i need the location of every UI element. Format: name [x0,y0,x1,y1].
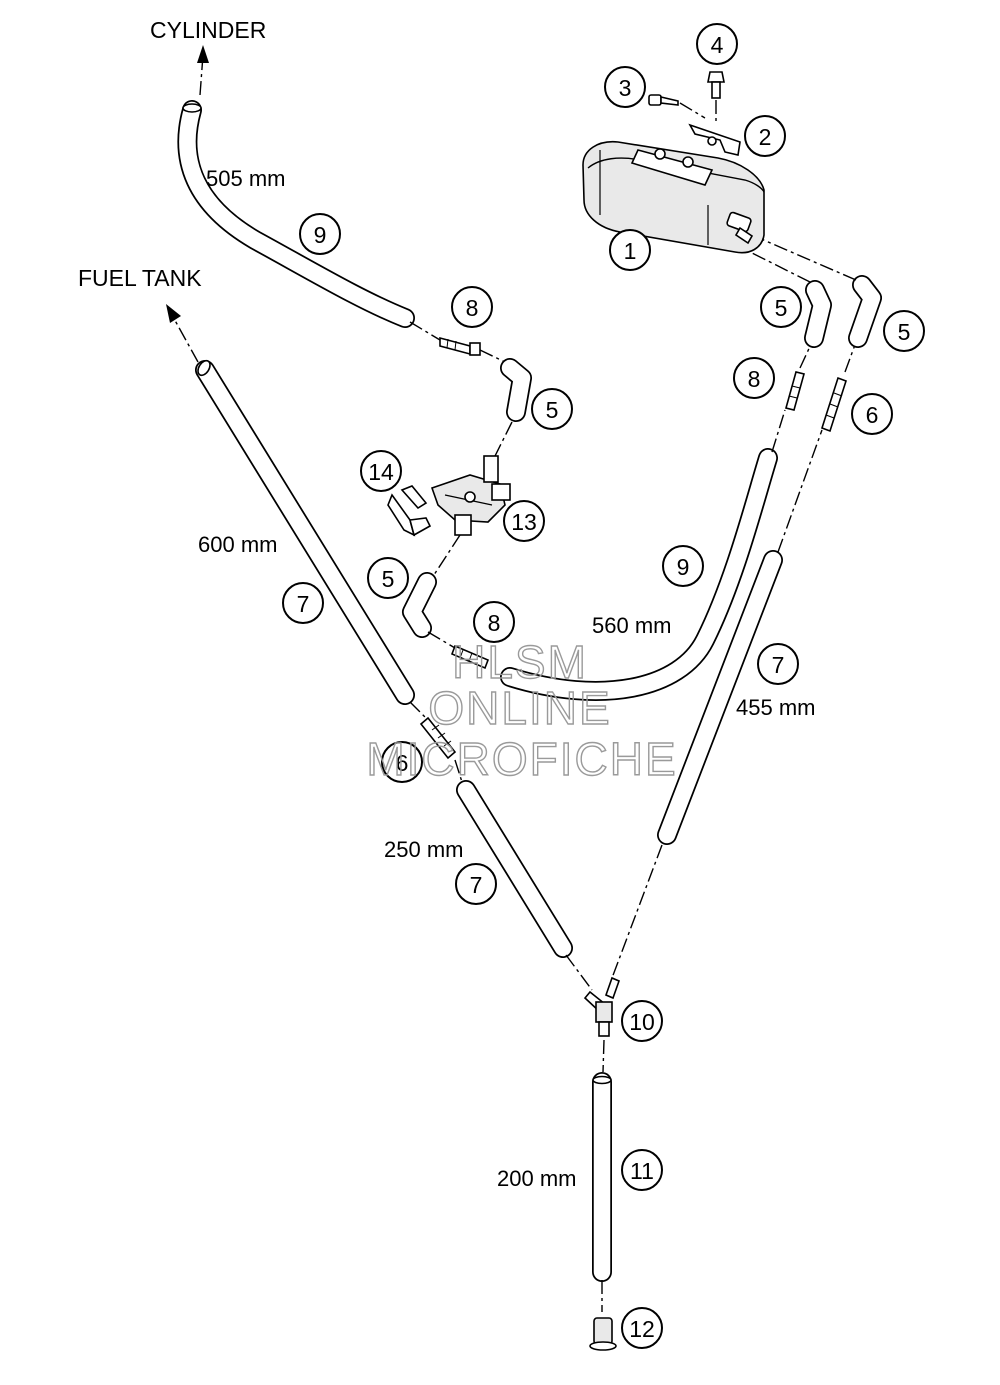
elbow-5-upper [500,358,532,422]
svg-text:2: 2 [759,124,772,150]
connector-6-right [821,376,847,433]
hose-7-right [657,550,783,845]
length-label-200: 200 mm [497,1166,576,1191]
svg-text:12: 12 [629,1316,655,1342]
callout-5-upper: 5 [531,388,573,430]
callout-7-right: 7 [757,643,799,685]
svg-text:3: 3 [619,75,632,101]
svg-text:8: 8 [748,366,761,392]
hose-11 [592,1072,612,1282]
cylinder-direction: CYLINDER [150,17,266,96]
svg-text:11: 11 [630,1158,654,1184]
callout-3: 3 [604,66,646,108]
callout-7-left: 7 [282,582,324,624]
callout-5-right-a: 5 [760,286,802,328]
callout-9-lower: 9 [662,545,704,587]
connector-6-left [419,716,457,760]
length-label-600: 600 mm [198,532,277,557]
svg-text:6: 6 [866,402,879,428]
svg-text:6: 6 [396,750,409,776]
callout-10: 10 [621,1000,663,1042]
svg-text:MICROFICHE: MICROFICHE [366,733,677,785]
canister-1 [582,140,765,254]
purge-valve-13 [430,455,511,536]
svg-text:9: 9 [677,554,690,580]
callout-13: 13 [503,500,545,542]
connector-8-upper [439,336,481,356]
hose-9-lower [500,448,778,701]
svg-text:5: 5 [775,295,788,321]
elbow-5-lower [402,572,437,638]
callout-5-right-b: 5 [883,310,925,352]
svg-text:10: 10 [629,1009,655,1035]
hose-9-upper [177,100,415,328]
callout-14: 14 [360,450,402,492]
callout-1: 1 [609,229,651,271]
callout-8-lower: 8 [473,601,515,643]
bolt-4 [707,71,725,99]
clip-14 [387,485,432,537]
svg-text:ONLINE: ONLINE [428,682,611,734]
hose-7-middle [456,780,573,958]
svg-text:14: 14 [368,459,394,485]
svg-text:7: 7 [772,652,785,678]
callout-11: 11 [621,1149,663,1191]
callout-4: 4 [696,23,738,65]
bracket-2 [630,123,741,186]
callout-6-right: 6 [851,393,893,435]
callout-9-upper: 9 [299,213,341,255]
svg-text:7: 7 [470,872,483,898]
hose-7-left [195,359,415,705]
watermark: HLSM ONLINE MICROFICHE [366,635,677,785]
fuel-tank-direction: FUEL TANK [78,265,202,363]
callout-6-left: 6 [381,741,423,783]
callout-7-middle: 7 [455,863,497,905]
length-label-560: 560 mm [592,613,671,638]
callout-12: 12 [621,1307,663,1349]
svg-text:9: 9 [314,222,327,248]
length-label-455: 455 mm [736,695,815,720]
t-fitting-10 [583,976,621,1037]
svg-text:5: 5 [546,397,559,423]
length-label-505: 505 mm [206,166,285,191]
connector-8-lower [450,644,490,670]
callout-5-lower: 5 [367,557,409,599]
svg-text:4: 4 [711,32,724,58]
svg-text:8: 8 [466,295,479,321]
callout-8-upper: 8 [451,286,493,328]
callout-8-right: 8 [733,357,775,399]
length-label-250: 250 mm [384,837,463,862]
connector-8-right [785,371,805,411]
fuel-tank-label: FUEL TANK [78,265,202,291]
svg-text:5: 5 [382,566,395,592]
svg-text:HLSM: HLSM [452,636,588,688]
svg-text:5: 5 [898,319,911,345]
bolt-3 [648,94,679,106]
cap-12 [589,1317,617,1351]
cylinder-label: CYLINDER [150,17,266,43]
svg-text:1: 1 [624,238,637,264]
svg-text:13: 13 [511,509,537,535]
elbow-5-right-b [848,275,882,348]
elbow-5-right-a [804,280,832,348]
svg-text:8: 8 [488,610,501,636]
callout-2: 2 [744,115,786,157]
svg-text:7: 7 [297,591,310,617]
